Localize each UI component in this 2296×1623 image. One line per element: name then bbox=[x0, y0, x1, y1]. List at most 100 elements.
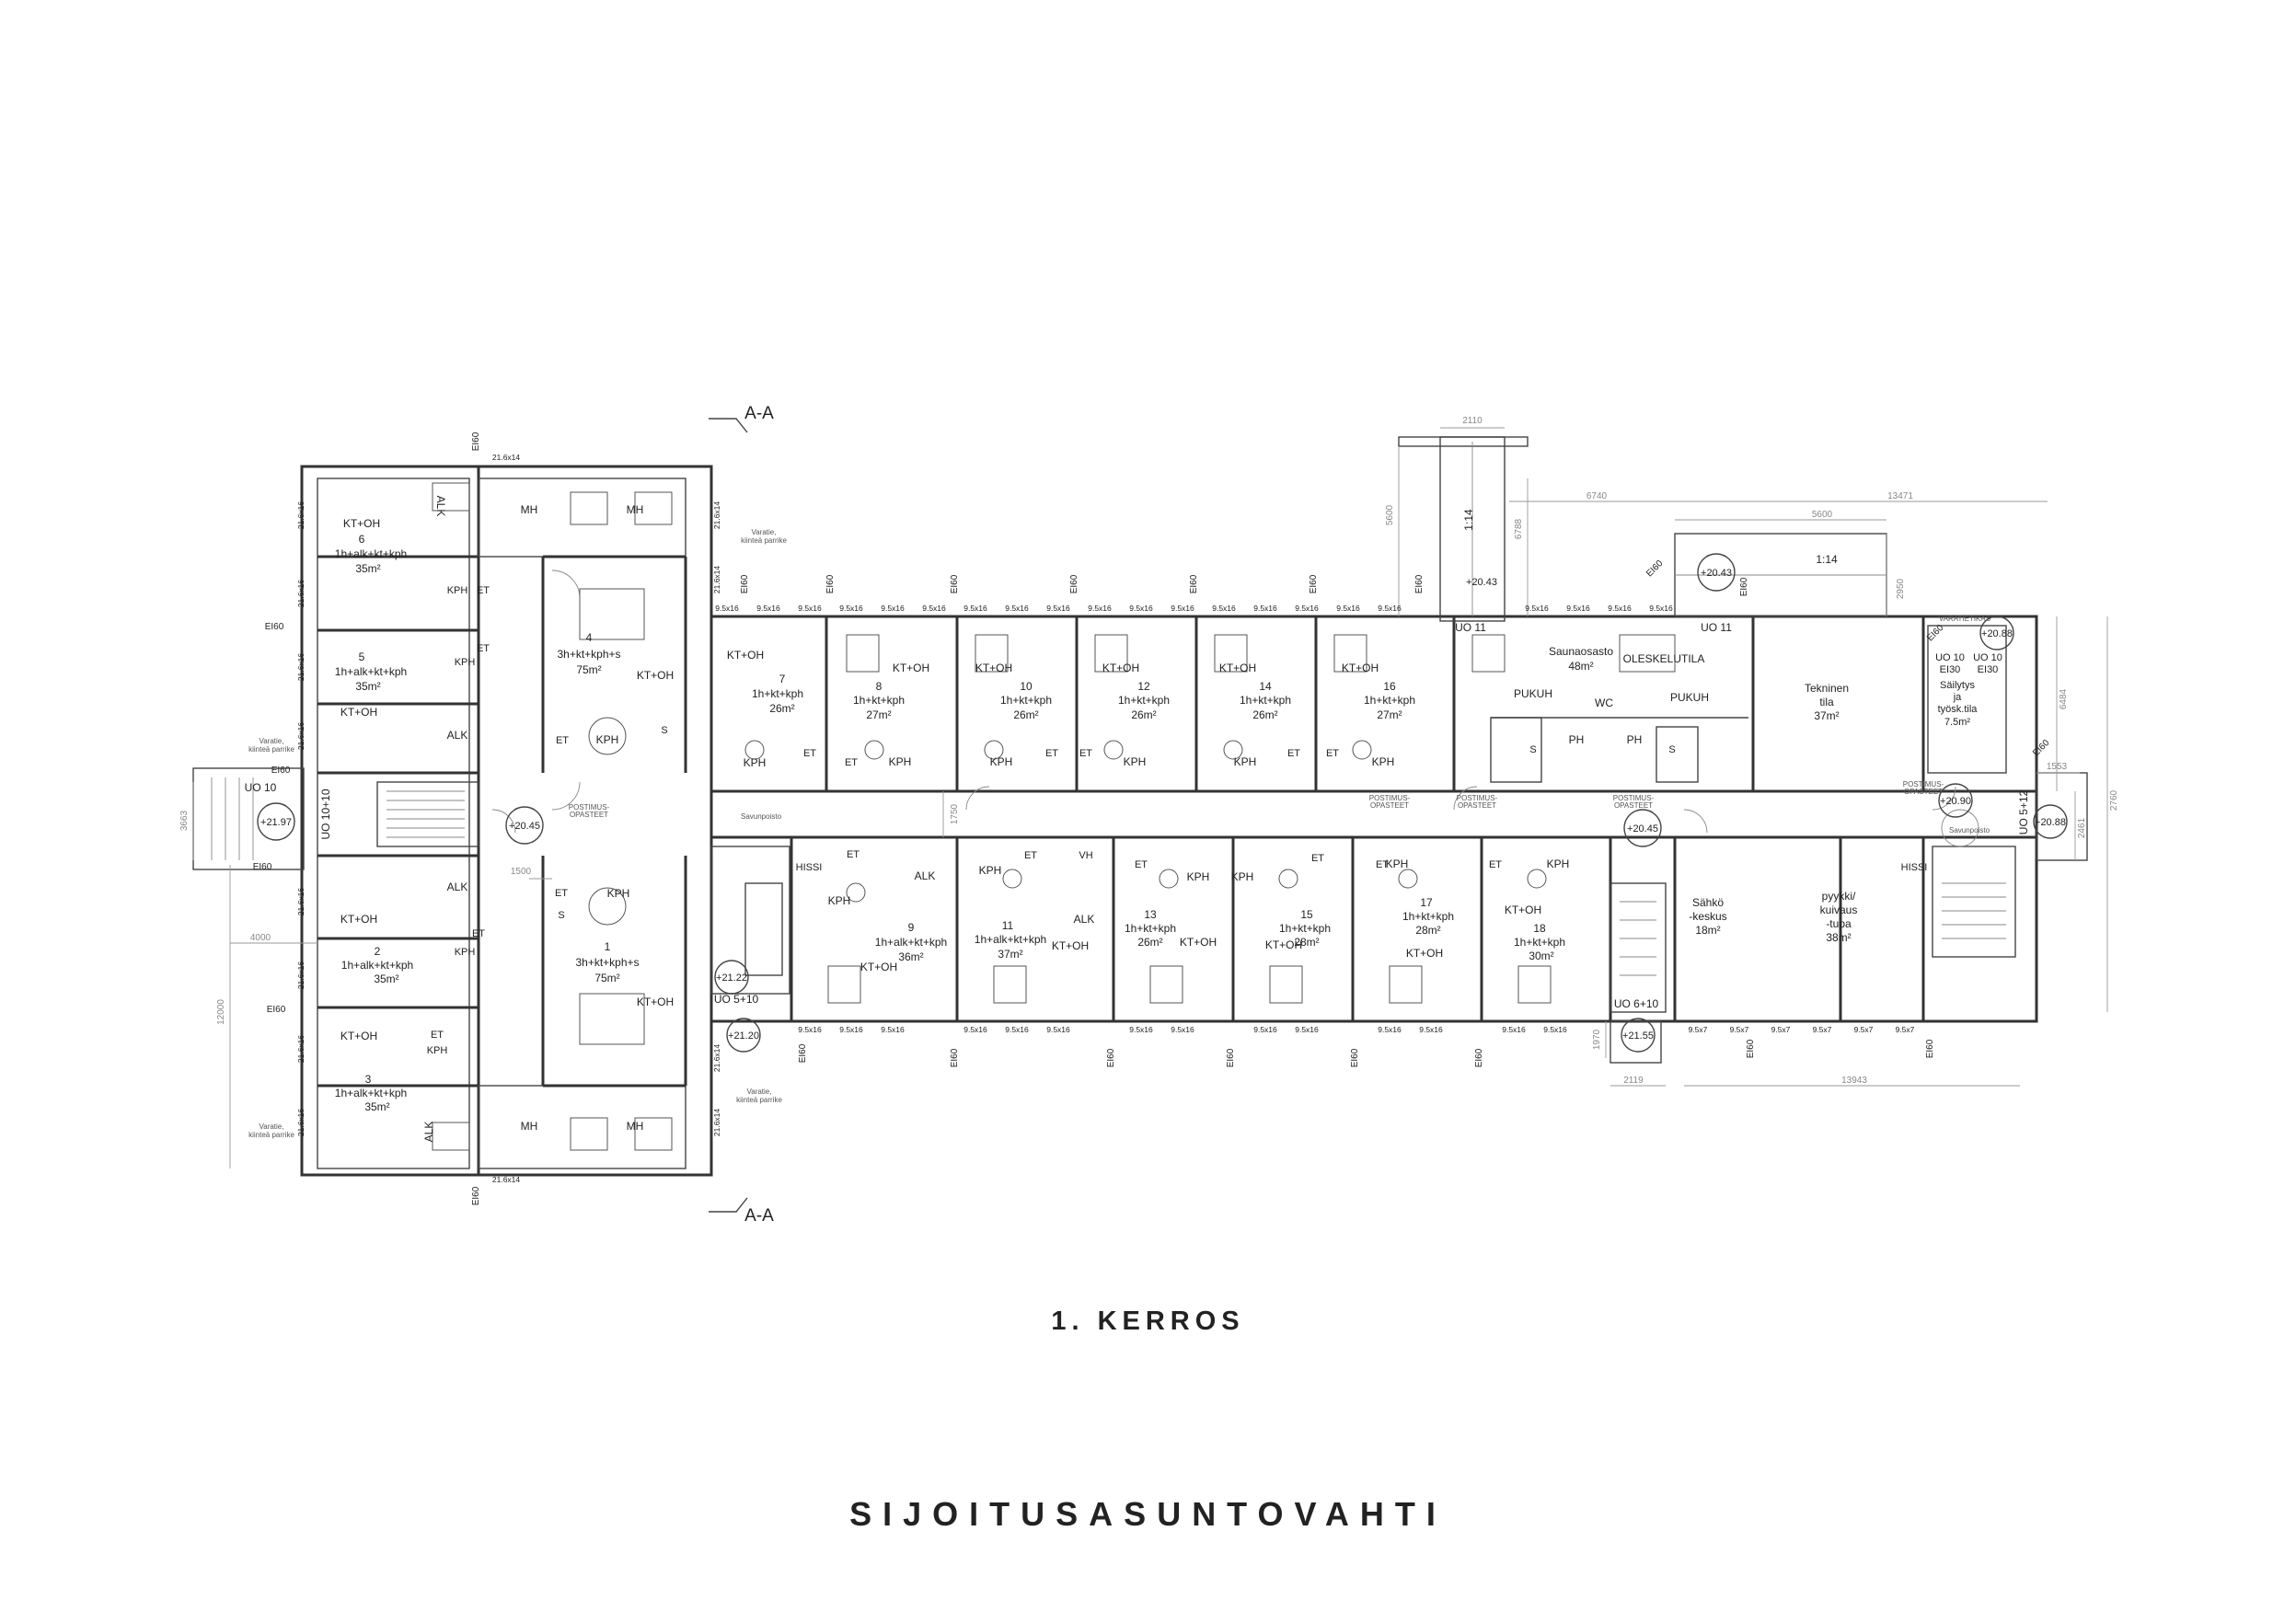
room-label: KPH bbox=[455, 947, 476, 958]
note-text: POSTIMUS- bbox=[1613, 794, 1655, 802]
ramp-slope-label: 1:14 bbox=[1462, 509, 1475, 531]
window-label: 9.5x16 bbox=[1046, 604, 1070, 613]
room-label: ET bbox=[431, 1030, 444, 1041]
window-label: 9.5x16 bbox=[1046, 1025, 1070, 1034]
note-text: OPASTEET bbox=[1458, 801, 1496, 810]
room-label: KPH bbox=[596, 733, 619, 746]
apartment-7: KT+OH 7 1h+kt+kph 26m² KPH ET bbox=[727, 649, 816, 769]
exit-label: UO 10 bbox=[1935, 652, 1965, 663]
room-label: VH bbox=[1079, 850, 1092, 861]
room-label: KT+OH bbox=[343, 517, 380, 530]
room-label: HISSI bbox=[1901, 862, 1928, 873]
room-label: KPH bbox=[1547, 858, 1570, 870]
ei60-label: EI60 bbox=[1350, 1048, 1360, 1067]
dim-6484: 6484 bbox=[2059, 688, 2069, 709]
room-label: ET bbox=[1376, 859, 1389, 870]
apartment-area: 35m² bbox=[355, 562, 380, 575]
apartment-type: 1h+kt+kph bbox=[752, 687, 803, 700]
dim-1553: 1553 bbox=[2047, 762, 2068, 772]
room-label: KT+OH bbox=[1342, 662, 1379, 674]
level-label: +20.43 bbox=[1701, 568, 1732, 579]
sauna-section: Saunaosasto 48m² OLESKELUTILA PUKUH WC P… bbox=[1514, 645, 1709, 755]
room-label: S bbox=[1668, 744, 1675, 755]
room-label: KT+OH bbox=[975, 662, 1012, 674]
note-text: Savunpoisto bbox=[741, 812, 782, 821]
window-label: 9.5x16 bbox=[1171, 1025, 1194, 1034]
room-label: ET bbox=[477, 585, 490, 596]
exit-label: UO 11 bbox=[1701, 621, 1732, 634]
level-label: +20.90 bbox=[1940, 796, 1971, 807]
window-label: 9.5x16 bbox=[922, 604, 946, 613]
apartment-number: 5 bbox=[359, 650, 365, 663]
apartment-area: 26m² bbox=[1131, 708, 1156, 721]
apartment-18: ET KPH KT+OH 18 1h+kt+kph 30m² bbox=[1489, 858, 1569, 962]
room-label: KPH bbox=[990, 755, 1013, 768]
note-text: Savunpoisto bbox=[1949, 826, 1990, 835]
note-text: OPASTEET bbox=[1370, 801, 1409, 810]
note-text: Varatie, bbox=[260, 737, 284, 745]
room-label: ET bbox=[1135, 859, 1148, 870]
ei60-label: EI60 bbox=[1226, 1048, 1236, 1067]
room-label: PH bbox=[1569, 733, 1585, 746]
apartment-type: 1h+kt+kph bbox=[1279, 922, 1331, 935]
room-label: KT+OH bbox=[727, 649, 764, 662]
ei60-label: EI60 bbox=[471, 1186, 481, 1205]
ei60-label: EI60 bbox=[471, 432, 481, 451]
window-label: 21.6x16 bbox=[296, 653, 306, 682]
mh-rooms: MH MH MH MH bbox=[521, 503, 644, 1133]
apartment-type: 1h+alk+kt+kph bbox=[975, 933, 1046, 946]
room-label: KT+OH bbox=[1406, 947, 1443, 960]
room-label: ET bbox=[1489, 859, 1502, 870]
apartment-type: 1h+kt+kph bbox=[1000, 694, 1052, 707]
apartment-10: KT+OH 10 1h+kt+kph 26m² KPH ET bbox=[975, 662, 1058, 768]
window-label: 9.5x16 bbox=[798, 604, 822, 613]
room-label: -keskus bbox=[1689, 910, 1726, 923]
room-label: KPH bbox=[979, 864, 1002, 877]
note-text: Varatie, bbox=[260, 1122, 284, 1131]
room-label: tila bbox=[1819, 696, 1834, 708]
apartment-area: 75m² bbox=[576, 663, 601, 676]
room-area: 38m² bbox=[1826, 931, 1851, 944]
room-label: ET bbox=[1024, 850, 1037, 861]
dim-1970: 1970 bbox=[1592, 1029, 1602, 1050]
apartment-5: 5 1h+alk+kt+kph 35m² KPH ET KT+OH ALK bbox=[335, 643, 490, 742]
apartment-area: 35m² bbox=[364, 1100, 389, 1113]
window-label: 9.5x16 bbox=[839, 1025, 863, 1034]
window-labels: 21.6x14 21.6x14 21.6x16 21.6x16 21.6x16 … bbox=[296, 453, 1915, 1184]
room-label: HISSI bbox=[796, 862, 823, 873]
apartment-13: ET KPH 13 1h+kt+kph 26m² KT+OH bbox=[1125, 859, 1217, 949]
level-label: +21.22 bbox=[716, 973, 747, 984]
ei60-label: EI60 bbox=[950, 574, 960, 593]
furniture-marks bbox=[432, 482, 1676, 1151]
note-text: POSTIMUS- bbox=[1457, 794, 1498, 802]
apartment-number: 15 bbox=[1300, 908, 1313, 921]
room-label: MH bbox=[627, 1120, 644, 1133]
section-label-bottom: A-A bbox=[744, 1206, 774, 1226]
apartment-area: 75m² bbox=[594, 972, 619, 984]
apartment-type: 3h+kt+kph+s bbox=[575, 956, 639, 969]
level-label: +20.45 bbox=[1627, 823, 1658, 835]
apartment-area: 36m² bbox=[898, 950, 923, 963]
room-label: Saunaosasto bbox=[1549, 645, 1613, 658]
apartment-area: 26m² bbox=[1137, 936, 1162, 949]
room-label: ALK bbox=[915, 869, 936, 882]
window-label: 9.5x16 bbox=[1378, 1025, 1402, 1034]
window-label: 9.5x16 bbox=[1525, 604, 1549, 613]
technical-room: Tekninen tila 37m² bbox=[1805, 682, 1849, 722]
exit-label: UO 10 bbox=[245, 781, 277, 794]
room-label: EI30 bbox=[1978, 664, 1999, 675]
room-label: MH bbox=[521, 503, 538, 516]
apartment-number: 16 bbox=[1383, 680, 1396, 693]
room-label: KPH bbox=[828, 894, 851, 907]
room-label: ALK bbox=[434, 496, 447, 517]
room-label: KT+OH bbox=[860, 961, 897, 973]
room-label: KPH bbox=[1187, 870, 1210, 883]
window-label: 9.5x16 bbox=[1295, 604, 1319, 613]
apartment-number: 13 bbox=[1144, 908, 1157, 921]
room-label: KT+OH bbox=[637, 996, 674, 1008]
apartment-number: 3 bbox=[365, 1073, 372, 1086]
room-label: KPH bbox=[889, 755, 912, 768]
room-label: S bbox=[1529, 744, 1536, 755]
room-label: KPH bbox=[455, 657, 476, 668]
window-label: 9.5x16 bbox=[963, 1025, 987, 1034]
